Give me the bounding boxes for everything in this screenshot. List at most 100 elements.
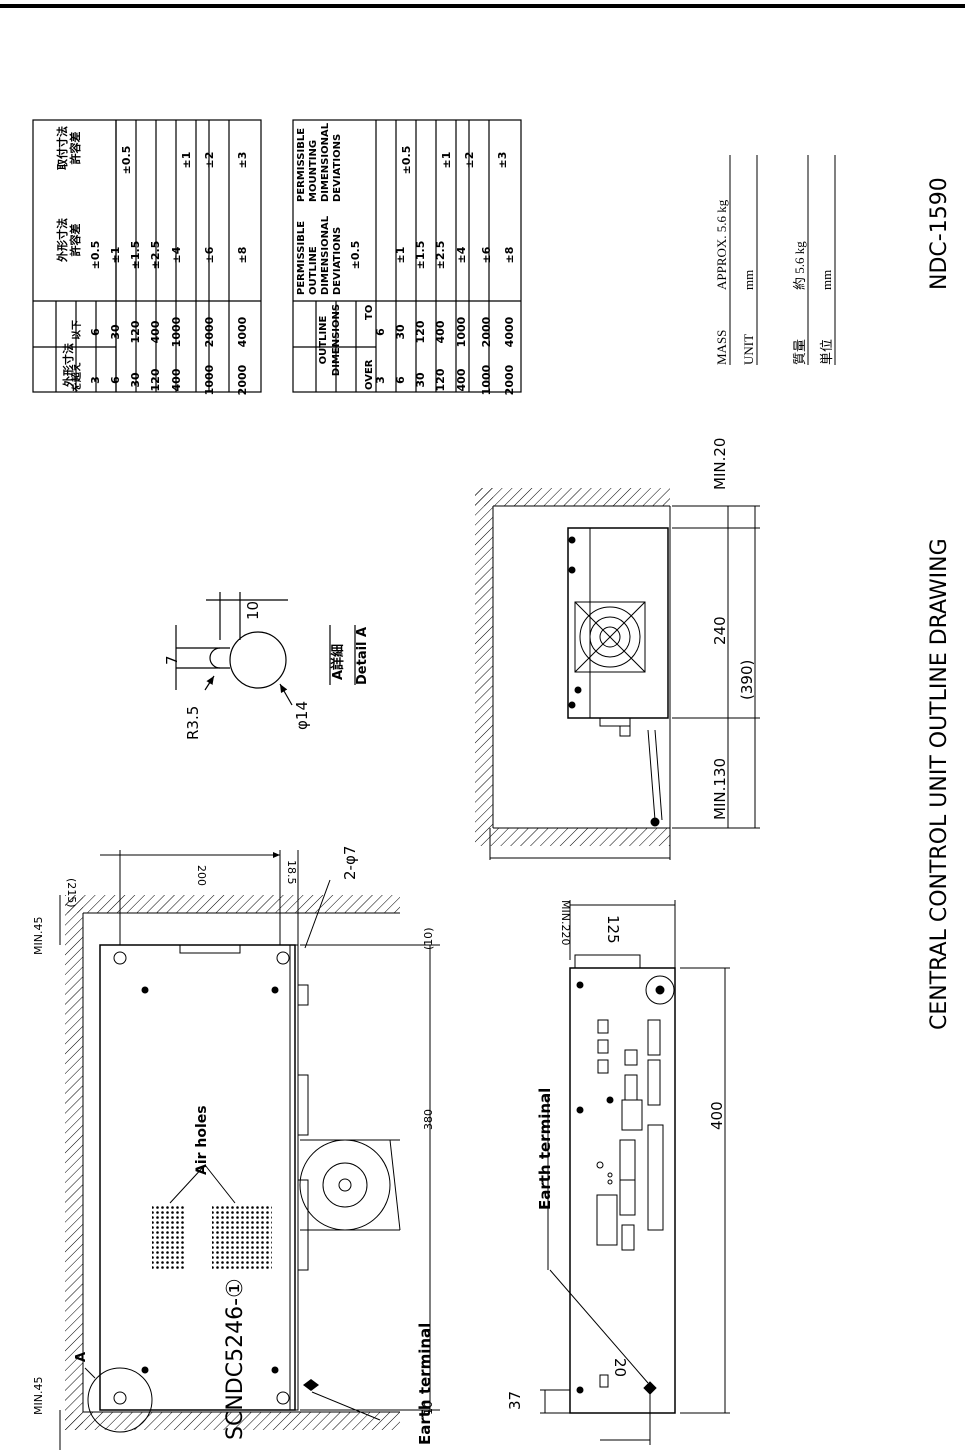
detail-a-r: R3.5 [184, 706, 202, 740]
en-row-7-to: 4000 [503, 316, 516, 347]
top-marker-a: A [74, 1352, 89, 1362]
en-mount-3: ±2 [463, 152, 476, 169]
jp-col-mount-dev-2: 許容差 [68, 132, 82, 165]
top-air-holes: Air holes [194, 1105, 210, 1175]
tolerance-table-en [292, 119, 522, 393]
side-d390: (390) [738, 660, 756, 700]
top-d380: 380 [422, 1109, 435, 1130]
jp-row-5-to: 1000 [170, 316, 183, 347]
front-d125: 125 [604, 915, 622, 944]
mass-jp-value: 約 5.6 kg [792, 241, 807, 290]
en-row-6-over: 1000 [480, 364, 493, 395]
unit-en-label: UNIT [741, 334, 756, 365]
en-row-1-to: 6 [374, 328, 387, 336]
jp-mount-3: ±2 [203, 152, 216, 169]
side-min20: MIN.20 [711, 438, 729, 490]
top-min45-b: MIN.45 [32, 1377, 45, 1415]
air-holes-grid-1 [152, 1205, 184, 1270]
jp-row-4-over: 120 [149, 368, 162, 391]
unit-jp-label: 単位 [819, 339, 834, 365]
en-row-3-dev: ±1.5 [414, 241, 427, 270]
en-row-5-over: 400 [455, 368, 468, 391]
jp-row-1-dev: ±0.5 [89, 241, 102, 270]
jp-row-2-over: 6 [109, 376, 122, 384]
jp-col-outline-dev-1: 外形寸法 [55, 218, 69, 263]
model-number: NDC-1590 [927, 177, 952, 290]
en-col-outline-dev-1: PERMISSIBLE [296, 221, 307, 295]
front-d37: 37 [506, 1391, 524, 1410]
top-earth-label: Earth terminal [416, 1323, 434, 1445]
mass-jp-label: 質量 [792, 339, 807, 365]
en-row-5-to: 1000 [455, 316, 468, 347]
jp-col-outline-dev-2: 許容差 [68, 224, 82, 257]
jp-mount-1: ±0.5 [120, 146, 133, 175]
front-d400: 400 [708, 1101, 726, 1130]
en-col-outline-1: OUTLINE [318, 315, 329, 364]
front-d20: 20 [611, 1358, 629, 1377]
en-col-outline-2: DIMENSIONS [331, 304, 342, 376]
mass-en-value: APPROX. 5.6 kg [714, 199, 729, 290]
unit-en-value: mm [741, 270, 756, 290]
detail-a-10: 10 [244, 601, 262, 620]
detail-a-label-jp: A詳細 [330, 644, 346, 680]
top-d10b: 10 [422, 1401, 435, 1415]
top-holes: 2-φ7 [341, 846, 359, 880]
jp-row-6-dev: ±6 [203, 246, 216, 263]
jp-mount-2: ±1 [180, 152, 193, 169]
en-row-2-dev: ±1 [394, 247, 407, 264]
side-view [475, 488, 760, 860]
top-view [59, 850, 440, 1450]
en-col-to: TO [364, 305, 375, 320]
en-row-4-to: 400 [434, 320, 447, 343]
air-holes-grid-2 [212, 1205, 272, 1270]
jp-row-2-to: 30 [109, 324, 122, 340]
en-row-6-dev: ±6 [480, 246, 493, 263]
jp-col-to: 以下 [71, 320, 83, 340]
en-row-7-over: 2000 [503, 364, 516, 395]
front-view [540, 900, 730, 1445]
en-row-2-to: 30 [394, 324, 407, 340]
en-mount-2: ±1 [440, 152, 453, 169]
jp-row-1-to: 6 [89, 328, 102, 336]
jp-row-3-to: 120 [129, 320, 142, 343]
en-row-3-over: 30 [414, 372, 427, 388]
jp-col-over: を超え [70, 362, 83, 392]
jp-row-2-dev: ±1 [109, 247, 122, 264]
fan-grill-icon [579, 606, 641, 668]
jp-col-outline: 外形寸法 [61, 343, 75, 388]
en-row-3-to: 120 [414, 320, 427, 343]
side-min220: MIN.220 [559, 900, 572, 945]
en-row-6-to: 2000 [480, 316, 493, 347]
en-row-4-over: 120 [434, 368, 447, 391]
jp-row-6-over: 1000 [203, 364, 216, 395]
jp-row-3-dev: ±1.5 [129, 241, 142, 270]
jp-row-5-dev: ±4 [170, 246, 183, 263]
en-row-1-dev: ±0.5 [349, 241, 362, 270]
en-row-2-over: 6 [394, 376, 407, 384]
en-col-outline-dev-4: DEVIATIONS [332, 227, 343, 295]
drawing-title: CENTRAL CONTROL UNIT OUTLINE DRAWING [927, 538, 952, 1030]
en-row-1-over: 3 [374, 376, 387, 384]
top-d10a: (10) [422, 927, 435, 950]
en-row-7-dev: ±8 [503, 247, 516, 264]
en-row-4-dev: ±2.5 [434, 241, 447, 270]
jp-row-5-over: 400 [170, 368, 183, 391]
en-col-mount-dev-4: DEVIATIONS [332, 134, 343, 202]
tolerance-table-jp [32, 119, 262, 393]
jp-row-3-over: 30 [129, 372, 142, 388]
side-min130: MIN.130 [711, 758, 729, 820]
jp-row-7-over: 2000 [236, 364, 249, 395]
detail-a-7: 7 [163, 655, 181, 665]
unit-jp-value: mm [819, 270, 834, 290]
jp-row-1-over: 3 [89, 376, 102, 384]
top-border-rule [0, 4, 965, 8]
jp-row-4-to: 400 [149, 320, 162, 343]
jp-row-7-to: 4000 [236, 316, 249, 347]
en-col-over: OVER [364, 359, 375, 390]
en-col-mount-dev-2: MOUNTING [308, 140, 319, 202]
en-mount-4: ±3 [496, 152, 509, 169]
fan-circle-icon [299, 1139, 391, 1231]
earth-terminal-icon [303, 1379, 319, 1391]
jp-row-7-dev: ±8 [236, 247, 249, 264]
detail-a-keyhole [175, 592, 356, 706]
